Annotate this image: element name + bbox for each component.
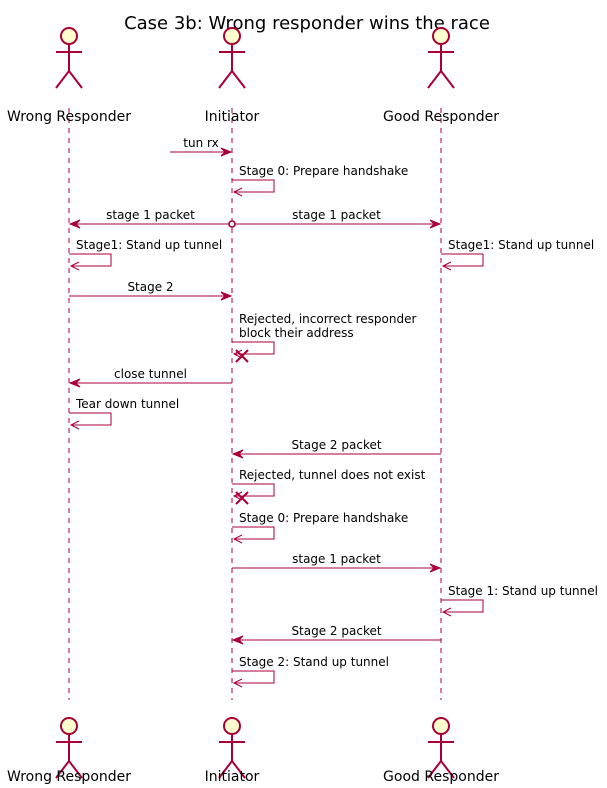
message-arrow: Stage1: Stand up tunnel [441, 238, 594, 271]
actor-good-top-icon [427, 27, 455, 89]
message-label: Tear down tunnel [75, 397, 179, 411]
message-arrow: Stage1: Stand up tunnel [69, 238, 222, 271]
message-arrow: Stage 2 packet [231, 438, 441, 459]
message-label: stage 1 packet [292, 552, 381, 566]
participant-init-bottom-label: Initiator [205, 769, 260, 785]
destroy-x-icon [235, 491, 249, 505]
message-label: Rejected, incorrect responder [239, 312, 416, 326]
actor-init-bottom-icon [218, 717, 246, 779]
message-label: stage 1 packet [292, 208, 381, 222]
actor-wrong-bottom-icon [55, 717, 83, 779]
message-label: stage 1 packet [106, 208, 195, 222]
message-label: Stage1: Stand up tunnel [76, 238, 222, 252]
message-arrow: Tear down tunnel [69, 397, 179, 430]
message-label: Stage1: Stand up tunnel [448, 238, 594, 252]
participant-good-top-label: Good Responder [383, 109, 499, 125]
message-label: Rejected, tunnel does not exist [239, 468, 426, 482]
message-label: Stage 2 packet [291, 624, 381, 638]
actor-good-bottom-icon [427, 717, 455, 779]
message-label: Stage 0: Prepare handshake [239, 511, 408, 525]
message-label: Stage 1: Stand up tunnel [448, 584, 598, 598]
participant-wrong-bottom-label: Wrong Responder [7, 769, 131, 785]
message-arrow: tun rx [170, 136, 233, 157]
message-arrow: stage 1 packet [232, 552, 442, 573]
destroy-x-icon [235, 349, 249, 363]
message-label: block their address [239, 326, 354, 340]
message-label: Stage 2 [127, 280, 173, 294]
participant-init-top-label: Initiator [205, 109, 260, 125]
message-arrow: close tunnel [68, 367, 232, 388]
message-arrow: Stage 0: Prepare handshake [232, 164, 408, 197]
message-arrow: stage 1 packet [228, 208, 442, 229]
message-label: Stage 2: Stand up tunnel [239, 655, 389, 669]
participant-good-bottom-label: Good Responder [383, 769, 499, 785]
message-arrow: stage 1 packet [68, 208, 236, 229]
actor-init-top-icon [218, 27, 246, 89]
actor-wrong-top-icon [55, 27, 83, 89]
message-label: tun rx [183, 136, 218, 150]
message-arrow: Stage 1: Stand up tunnel [441, 584, 598, 617]
message-arrow: Stage 2: Stand up tunnel [232, 655, 389, 688]
message-arrow: Stage 2 packet [231, 624, 441, 645]
message-label: Stage 2 packet [291, 438, 381, 452]
diagram-title: Case 3b: Wrong responder wins the race [124, 13, 490, 34]
message-label: Stage 0: Prepare handshake [239, 164, 408, 178]
message-arrow: Stage 0: Prepare handshake [232, 511, 408, 544]
lifelines [68, 108, 442, 700]
origin-circle-icon [228, 220, 236, 228]
message-arrow: Stage 2 [69, 280, 233, 301]
messages: tun rx Stage 0: Prepare handshake stage 1 … [68, 136, 598, 688]
participant-wrong-top-label: Wrong Responder [7, 109, 131, 125]
message-label: close tunnel [114, 367, 187, 381]
message-arrow: Rejected, tunnel does not exist [232, 468, 426, 505]
